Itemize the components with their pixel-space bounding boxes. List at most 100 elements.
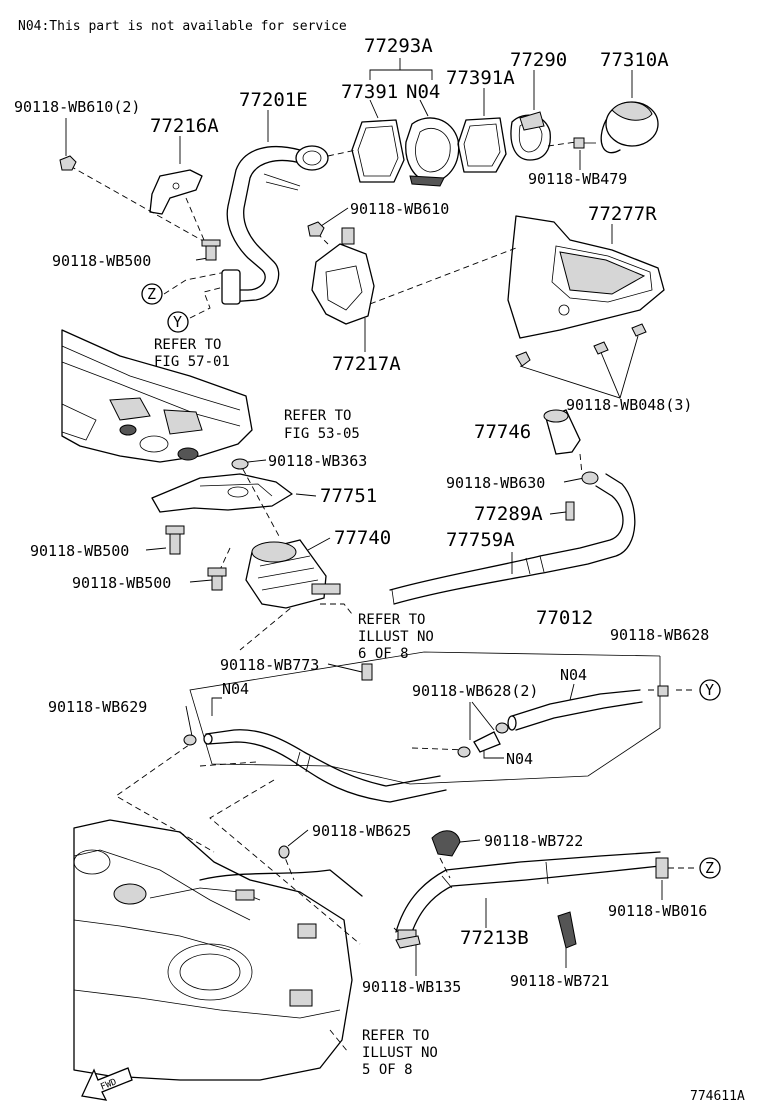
label-77391-n04: N04 [406, 81, 440, 103]
gasket-n04[interactable] [405, 117, 460, 187]
label-n04-joint: N04 [506, 750, 533, 768]
connector-y-top[interactable]: Y [167, 311, 189, 333]
label-90118-WB610-2: 90118-WB610(2) [14, 98, 140, 116]
refer-line: ILLUST NO [362, 1045, 438, 1061]
clamp-90118-WB630[interactable] [581, 471, 599, 485]
label-77213B: 77213B [460, 927, 529, 949]
filler-tube-77213B[interactable] [395, 851, 661, 941]
label-90118-WB721: 90118-WB721 [510, 972, 609, 990]
connector-circle [699, 679, 721, 701]
connector-y-label: Y [705, 681, 714, 699]
label-77217A: 77217A [332, 353, 401, 375]
bolt-90118-WB500-c[interactable] [207, 567, 227, 591]
grommet-90118-WB363[interactable] [231, 458, 249, 470]
connector-circle [699, 857, 721, 879]
label-90118-WB500-c: 90118-WB500 [72, 574, 171, 592]
label-90118-WB610: 90118-WB610 [350, 200, 449, 218]
refer-illust-5-of-8[interactable]: REFER TO ILLUST NO 5 OF 8 [362, 1028, 438, 1078]
connector-circle [141, 283, 163, 305]
label-90118-WB630: 90118-WB630 [446, 474, 545, 492]
refer-line: REFER TO [284, 408, 351, 424]
label-90118-WB016: 90118-WB016 [608, 902, 707, 920]
label-77391A: 77391A [446, 67, 515, 89]
label-90118-WB048-3: 90118-WB048(3) [566, 396, 692, 414]
bolt-90118-WB500-a[interactable] [201, 239, 221, 261]
label-77216A: 77216A [150, 115, 219, 137]
screw-90118-WB479[interactable] [573, 137, 596, 149]
label-77012: 77012 [536, 607, 593, 629]
refer-illust-6-of-8[interactable]: REFER TO ILLUST NO 6 OF 8 [358, 612, 434, 662]
label-n04-right: N04 [560, 666, 587, 684]
refer-line: REFER TO [362, 1028, 429, 1044]
refer-line: REFER TO [154, 337, 221, 353]
label-77293A: 77293A [364, 35, 433, 57]
gasket-77391A[interactable] [457, 117, 507, 173]
connector-circle [167, 311, 189, 333]
filler-pipe-77201E[interactable] [221, 145, 329, 305]
label-77751: 77751 [320, 485, 377, 507]
clamp-90118-WB722[interactable] [431, 830, 461, 857]
gasket-77391[interactable] [351, 119, 405, 183]
band-90118-WB135[interactable] [395, 935, 421, 949]
label-77310A: 77310A [600, 49, 669, 71]
label-90118-WB628: 90118-WB628 [610, 626, 709, 644]
label-77759A: 77759A [446, 529, 515, 551]
fuel-lid-77277R[interactable] [507, 215, 665, 339]
cap-77310A[interactable] [600, 101, 659, 154]
label-90118-WB722: 90118-WB722 [484, 832, 583, 850]
housing-77217A[interactable] [311, 227, 375, 325]
label-77740: 77740 [334, 527, 391, 549]
cap-77746[interactable] [543, 409, 581, 455]
connector-z-top[interactable]: Z [141, 283, 163, 305]
refer-fig-57-01[interactable]: REFER TO FIG 57-01 [154, 337, 230, 370]
refer-line: FIG 57-01 [154, 354, 230, 370]
bracket-77216A[interactable] [149, 169, 203, 215]
label-90118-WB479: 90118-WB479 [528, 170, 627, 188]
refer-line: ILLUST NO [358, 629, 434, 645]
label-90118-WB629: 90118-WB629 [48, 698, 147, 716]
floor-panel-fig-53-05 [61, 329, 253, 463]
connector-y-right[interactable]: Y [699, 679, 721, 701]
canister-77740[interactable] [245, 539, 341, 609]
bolt-90118-WB500-b[interactable] [165, 525, 185, 555]
label-77391: 77391 [341, 81, 398, 103]
refer-fig-53-05[interactable]: REFER TO FIG 53-05 [284, 408, 360, 442]
label-n04-left: N04 [222, 680, 249, 698]
connector-z-right[interactable]: Z [699, 857, 721, 879]
clamp-90118-WB016[interactable] [655, 857, 669, 879]
bolt-90118-WB610-2[interactable] [59, 155, 77, 171]
refer-line: 5 OF 8 [362, 1062, 413, 1078]
connector-z-label: Z [147, 285, 156, 303]
hose-77759A[interactable] [389, 473, 636, 605]
ring-77290[interactable] [510, 111, 551, 161]
service-note: N04:This part is not available for servi… [18, 19, 347, 34]
clamp-90118-WB721[interactable] [557, 911, 577, 949]
label-77277R: 77277R [588, 203, 657, 225]
refer-line: REFER TO [358, 612, 425, 628]
connector-y-label: Y [173, 313, 182, 331]
nuts-90118-WB048-3[interactable] [515, 323, 647, 367]
label-90118-WB628-2: 90118-WB628(2) [412, 682, 538, 700]
nut-90118-WB610[interactable] [307, 221, 325, 237]
label-77289A: 77289A [474, 503, 543, 525]
label-90118-WB500-a: 90118-WB500 [52, 252, 151, 270]
connector-z-label: Z [705, 859, 714, 877]
leader-lines [65, 58, 663, 976]
clip-77289A[interactable] [565, 501, 575, 521]
label-90118-WB625: 90118-WB625 [312, 822, 411, 840]
label-90118-WB500-b: 90118-WB500 [30, 542, 129, 560]
label-90118-WB773: 90118-WB773 [220, 656, 319, 674]
hose-group-77012[interactable] [183, 651, 669, 803]
clip-90118-WB625[interactable] [278, 845, 290, 859]
label-77746: 77746 [474, 421, 531, 443]
label-77290: 77290 [510, 49, 567, 71]
label-90118-WB363: 90118-WB363 [268, 452, 367, 470]
figure-code: 774611A [690, 1089, 745, 1104]
refer-line: 6 OF 8 [358, 646, 409, 662]
label-77201E: 77201E [239, 89, 308, 111]
label-90118-WB135: 90118-WB135 [362, 978, 461, 996]
bracket-77751[interactable] [151, 473, 293, 513]
fuel-tank [73, 819, 363, 1081]
refer-line: FIG 53-05 [284, 426, 360, 442]
